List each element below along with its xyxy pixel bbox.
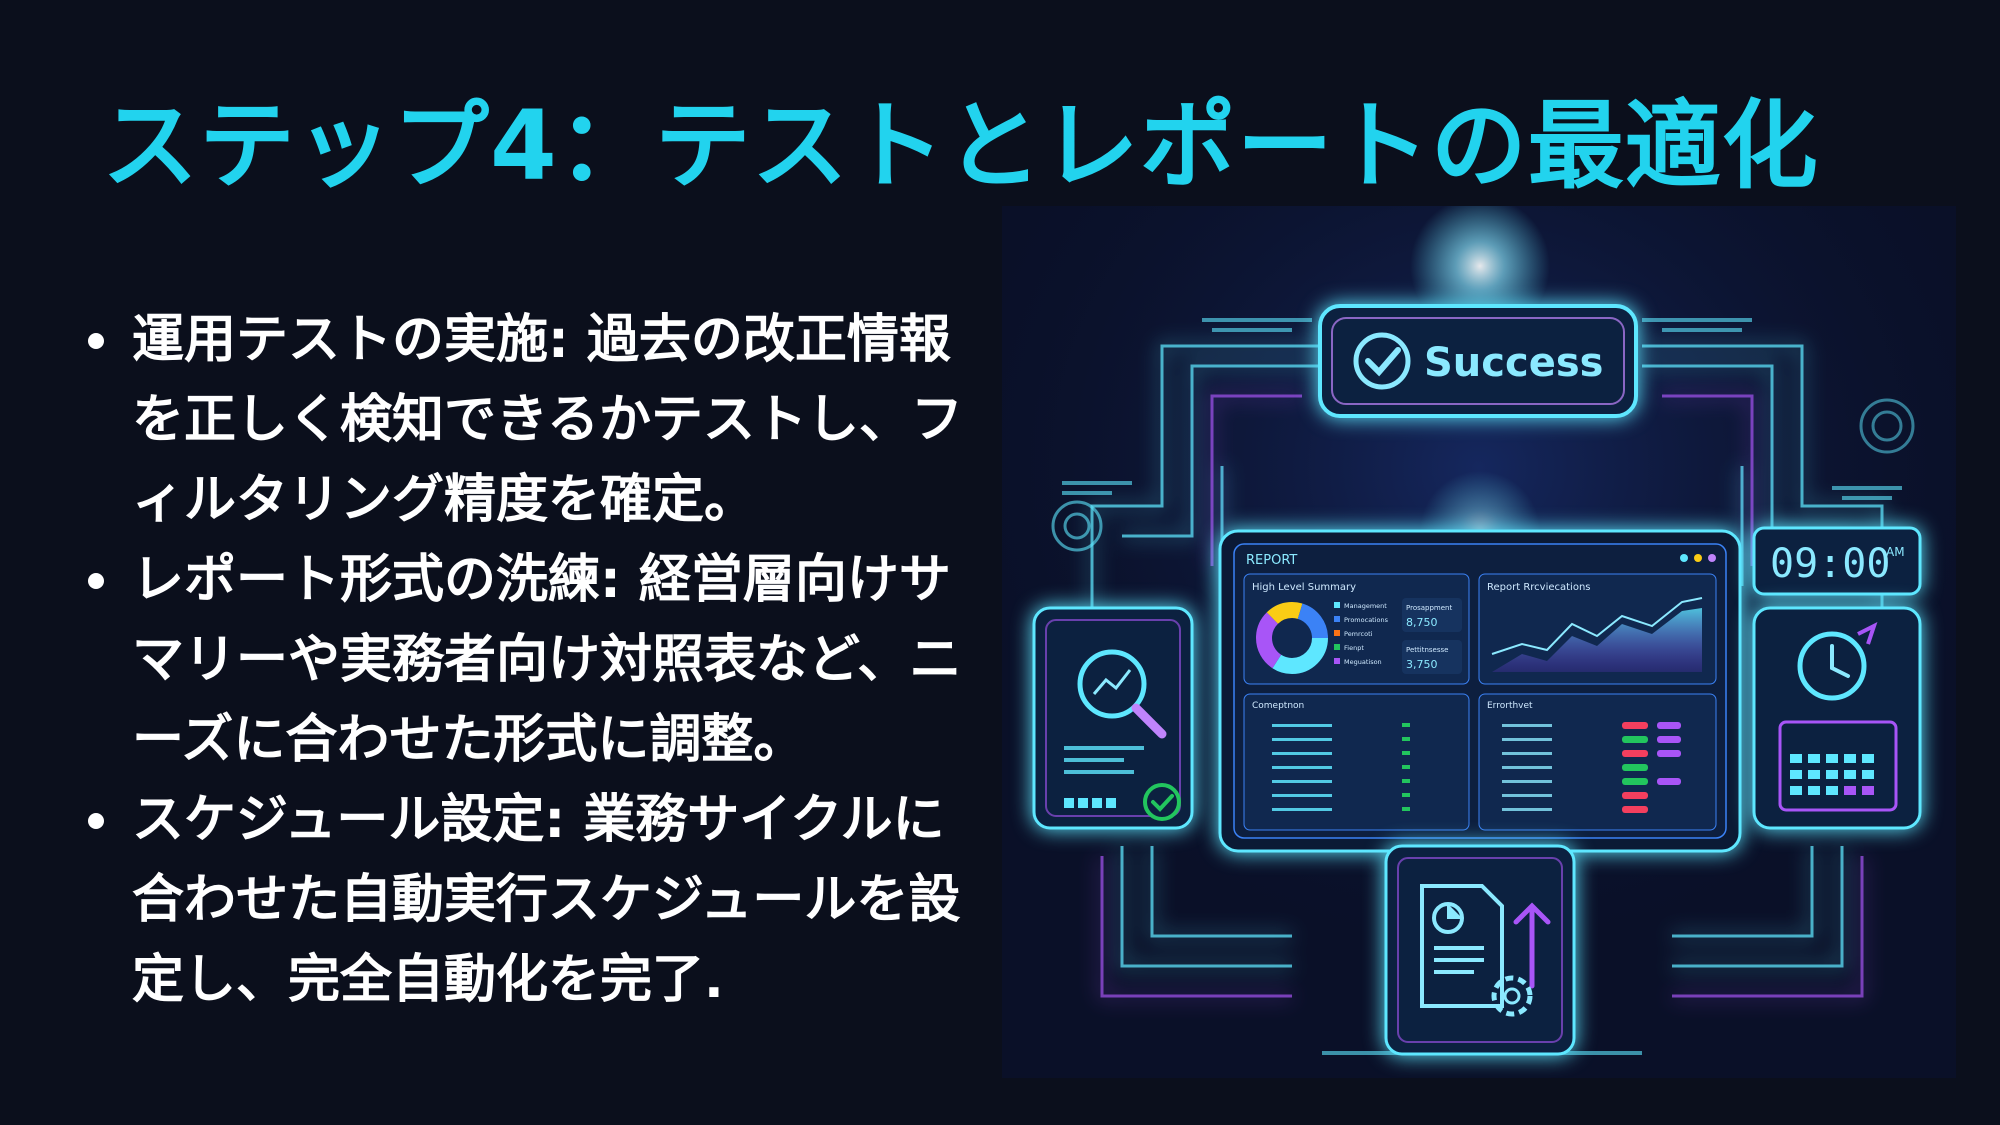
bullet-text: スケジュール設定: 業務サイクルに合わせた自動実行スケジュールを設定し、完全自動…	[132, 790, 961, 1010]
comparison-title: Comeptnon	[1252, 701, 1304, 711]
recommendations-title: Report Rrcviecations	[1487, 582, 1591, 593]
calendar-icon	[1778, 720, 1898, 812]
time-text: 09:00	[1770, 541, 1890, 587]
check-circle-icon	[1143, 783, 1181, 821]
bullet-dot-icon	[88, 813, 104, 829]
bullet-list: 運用テストの実施: 過去の改正情報を正しく検知できるかテストし、フィルタリング精…	[82, 300, 982, 1020]
bullet-item-operational-test: 運用テストの実施: 過去の改正情報を正しく検知できるかテストし、フィルタリング精…	[82, 300, 982, 540]
bullet-dot-icon	[88, 573, 104, 589]
slide-title: ステップ4：テストとレポートの最適化	[102, 90, 1819, 202]
bullet-dot-icon	[88, 333, 104, 349]
stat-label: Pettitnsesse	[1406, 646, 1448, 654]
document-card	[1384, 844, 1576, 1056]
document-icon	[1420, 884, 1504, 1008]
summary-title: High Level Summary	[1252, 582, 1356, 593]
errors-title: Errorthvet	[1487, 701, 1533, 711]
donut-chart-icon	[1256, 602, 1328, 674]
stat-value: 8,750	[1406, 616, 1438, 629]
stat-label: Prosappment	[1406, 604, 1452, 612]
checkmark-circle-icon	[1353, 332, 1411, 390]
time-display: 09:00 AM	[1752, 526, 1922, 596]
success-label: Success	[1424, 340, 1603, 386]
bullet-item-schedule: スケジュール設定: 業務サイクルに合わせた自動実行スケジュールを設定し、完全自動…	[82, 780, 982, 1020]
legend-item: Fienpt	[1344, 644, 1364, 652]
bullet-item-report-format: レポート形式の洗練: 経営層向けサマリーや実務者向け対照表など、ニーズに合わせた…	[82, 540, 982, 780]
ampm-text: AM	[1886, 545, 1905, 559]
stat-value: 3,750	[1406, 658, 1438, 671]
schedule-card	[1752, 606, 1922, 830]
bullet-text: 運用テストの実施: 過去の改正情報を正しく検知できるかテストし、フィルタリング精…	[132, 310, 963, 530]
comparison-table: Comeptnon	[1243, 693, 1470, 831]
legend-item: Meguatison	[1344, 658, 1382, 666]
gear-icon	[1491, 975, 1533, 1017]
magnifier-icon	[1077, 649, 1167, 739]
analysis-card	[1032, 606, 1194, 830]
legend-item: Promocations	[1344, 616, 1389, 624]
legend-item: Pemrcoti	[1344, 630, 1373, 638]
errors-table: Errorthvet	[1478, 693, 1717, 831]
upload-arrow-icon	[1513, 902, 1551, 989]
clock-icon	[1797, 622, 1878, 701]
legend-item: Management	[1344, 602, 1387, 610]
bullet-text: レポート形式の洗練: 経営層向けサマリーや実務者向け対照表など、ニーズに合わせた…	[132, 550, 962, 770]
success-badge: Success	[1318, 304, 1638, 418]
automation-illustration: Success REPORT High Level Summary Manage…	[1002, 206, 1956, 1078]
report-title: REPORT	[1246, 553, 1297, 568]
report-dashboard: REPORT High Level Summary Management Pro…	[1218, 529, 1742, 853]
area-chart-icon	[1491, 597, 1703, 672]
